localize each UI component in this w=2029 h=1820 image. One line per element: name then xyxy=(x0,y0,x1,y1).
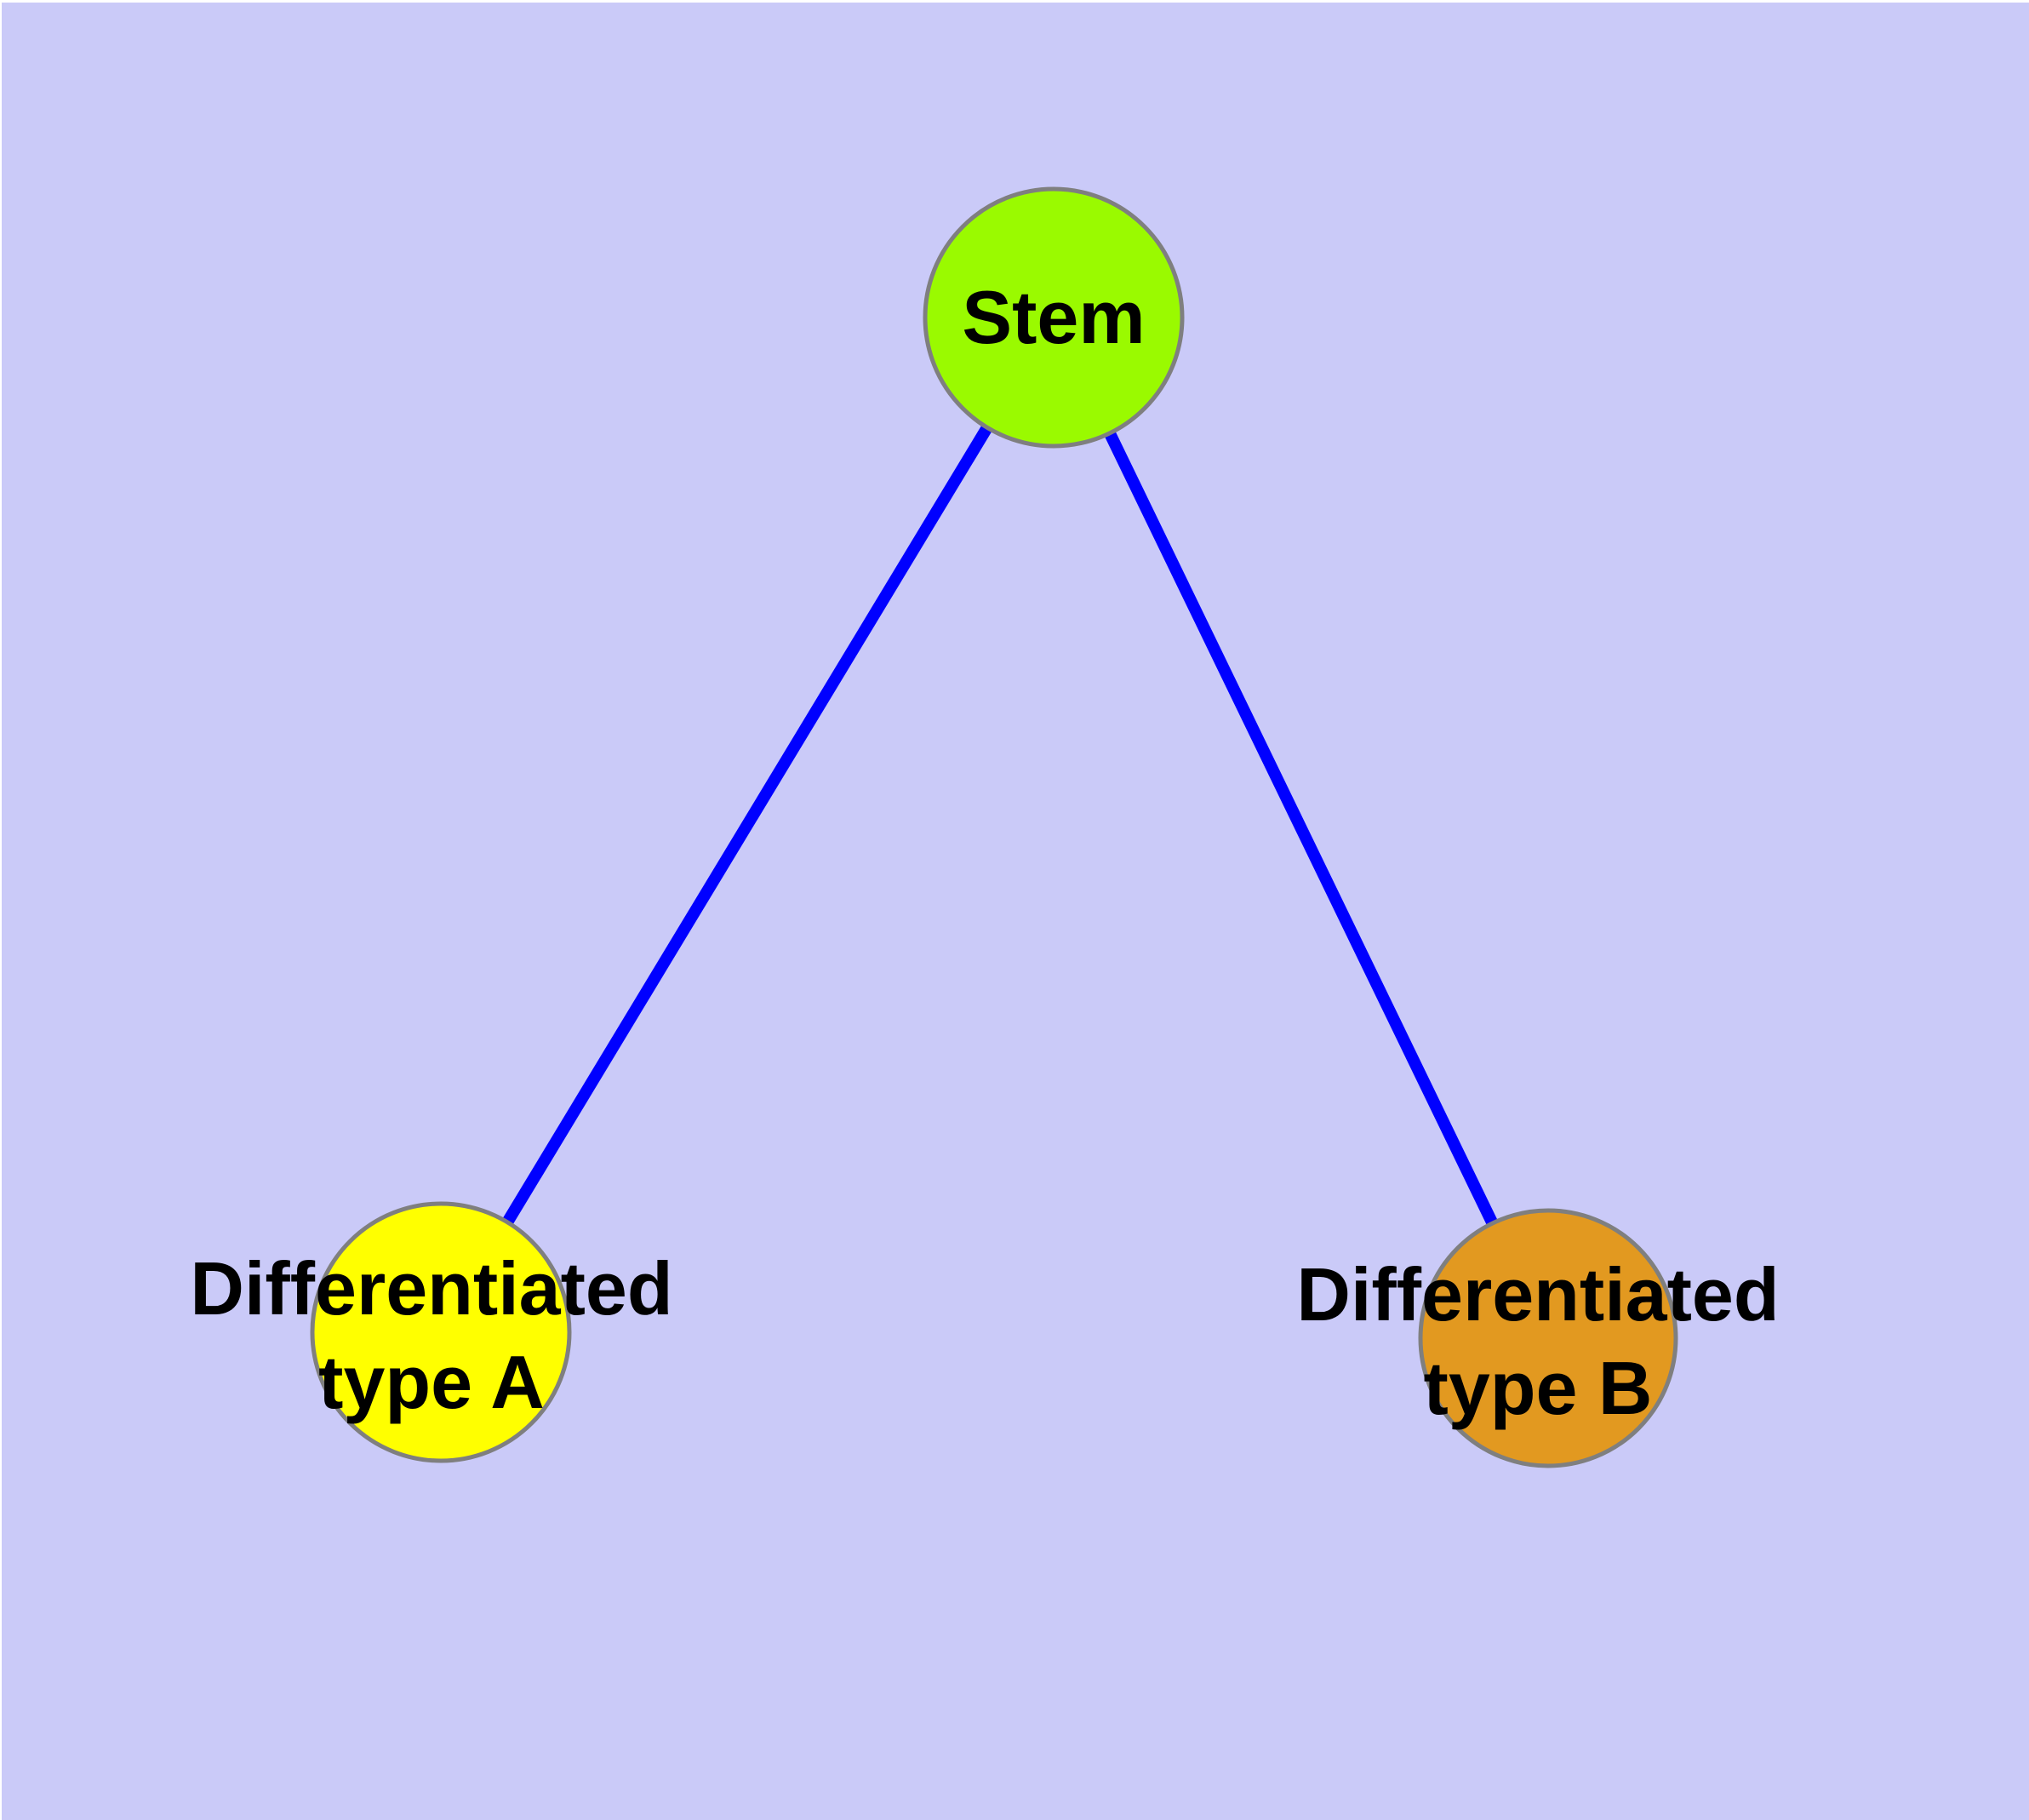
node-type-b-label-line1: Differentiated xyxy=(1296,1252,1779,1336)
node-type-a-label-line1: Differentiated xyxy=(190,1246,672,1331)
node-type-b-label-line2: type B xyxy=(1424,1346,1653,1430)
edge-stem-to-type-b xyxy=(1048,314,1554,1342)
node-differentiated-type-a xyxy=(310,1201,572,1463)
node-stem-label: Stem xyxy=(962,275,1145,359)
node-differentiated-type-b xyxy=(1418,1208,1678,1468)
node-type-a-label-line2: type A xyxy=(318,1340,545,1424)
edge-stem-to-type-a xyxy=(436,314,1059,1336)
node-stem xyxy=(923,186,1185,449)
